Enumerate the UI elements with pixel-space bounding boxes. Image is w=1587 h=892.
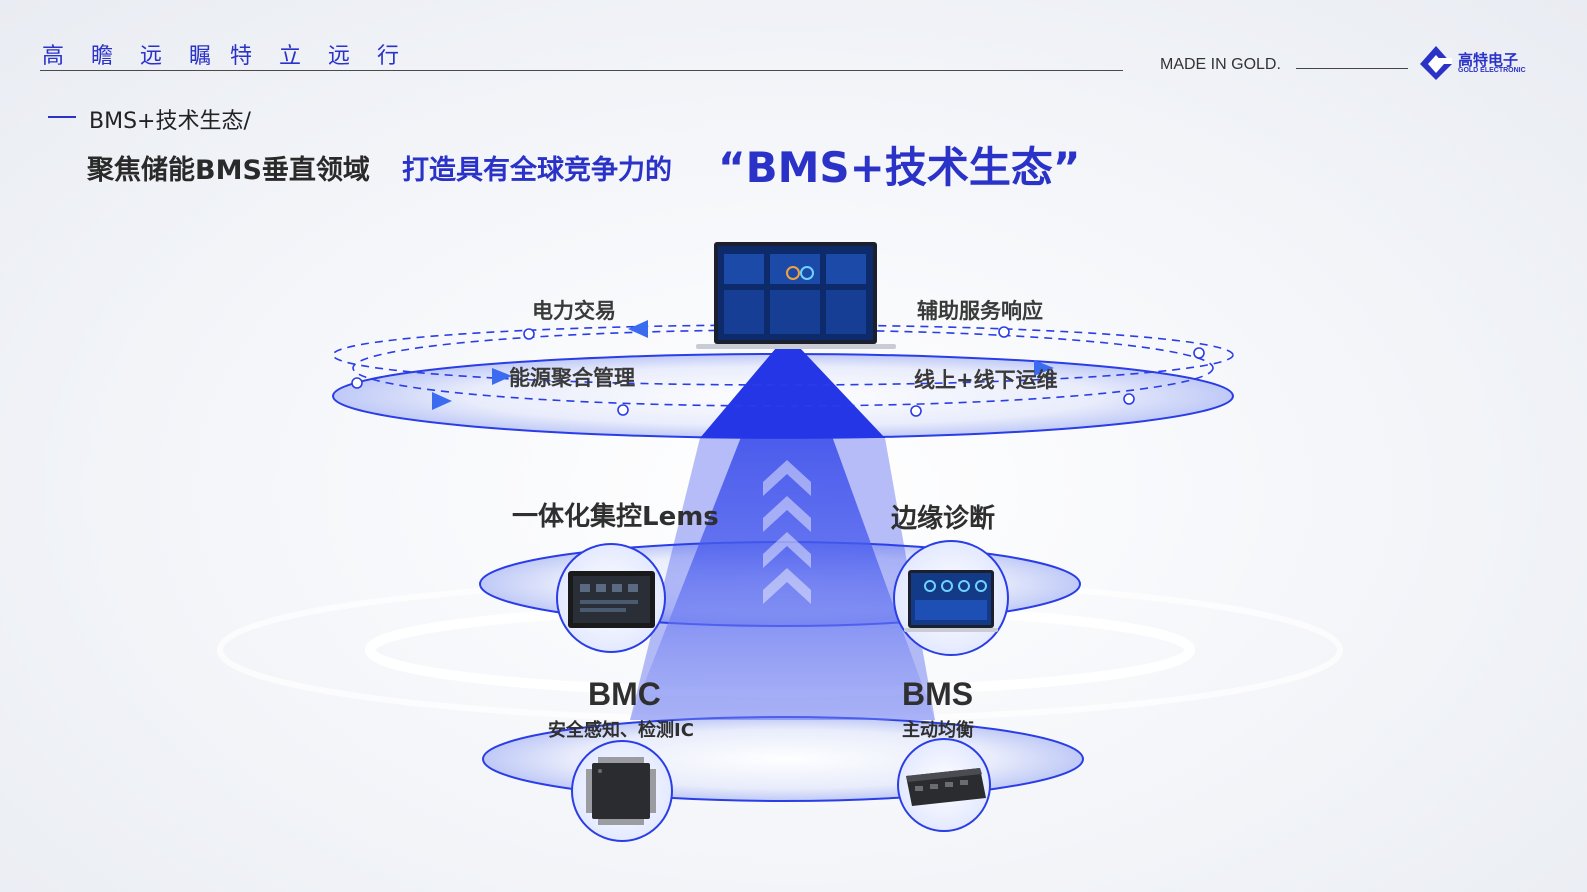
- ems-controller-icon: [556, 543, 666, 653]
- upward-chevrons-icon: [763, 460, 811, 604]
- headline-part3: “BMS+技术生态”: [718, 143, 1081, 192]
- brand-name-cn: 高特电子: [1458, 51, 1519, 69]
- top-label-ancillary-service: 辅助服务响应: [917, 299, 1043, 323]
- bmc-chip-icon: [571, 740, 673, 842]
- middle-label-integrated-control: 一体化集控Lems: [512, 502, 719, 532]
- bottom-title-bmc: BMC: [588, 676, 661, 712]
- laptop-dashboard-icon: [696, 242, 896, 349]
- top-label-power-trading: 电力交易: [532, 299, 616, 323]
- section-dash: [48, 116, 76, 118]
- headline-part2: 打造具有全球竞争力的: [402, 155, 672, 186]
- vertical-beam: [630, 348, 935, 720]
- bottom-sub-bms: 主动均衡: [902, 720, 974, 741]
- bottom-sub-bmc: 安全感知、检测IC: [548, 720, 694, 741]
- edge-diagnosis-icon: [893, 540, 1009, 656]
- bms-module-icon: [897, 738, 991, 832]
- slogan-left: 高 瞻 远 瞩: [42, 44, 221, 69]
- slogan-right: 特 立 远 行: [230, 44, 409, 69]
- made-in-text: MADE IN GOLD.: [1160, 56, 1281, 73]
- headline-part1: 聚焦储能BMS垂直领域: [87, 155, 370, 186]
- top-ring: [332, 320, 1234, 439]
- header-divider: [40, 70, 1123, 71]
- brand-name-en: GOLD ELECTRONIC: [1458, 67, 1526, 74]
- made-in-divider: [1296, 68, 1408, 69]
- section-title: BMS+技术生态/: [89, 109, 251, 134]
- bottom-title-bms: BMS: [902, 676, 974, 712]
- top-label-online-offline-ops: 线上+线下运维: [914, 368, 1058, 392]
- top-label-energy-aggregation: 能源聚合管理: [509, 366, 635, 390]
- middle-label-edge-diagnosis: 边缘诊断: [891, 504, 996, 534]
